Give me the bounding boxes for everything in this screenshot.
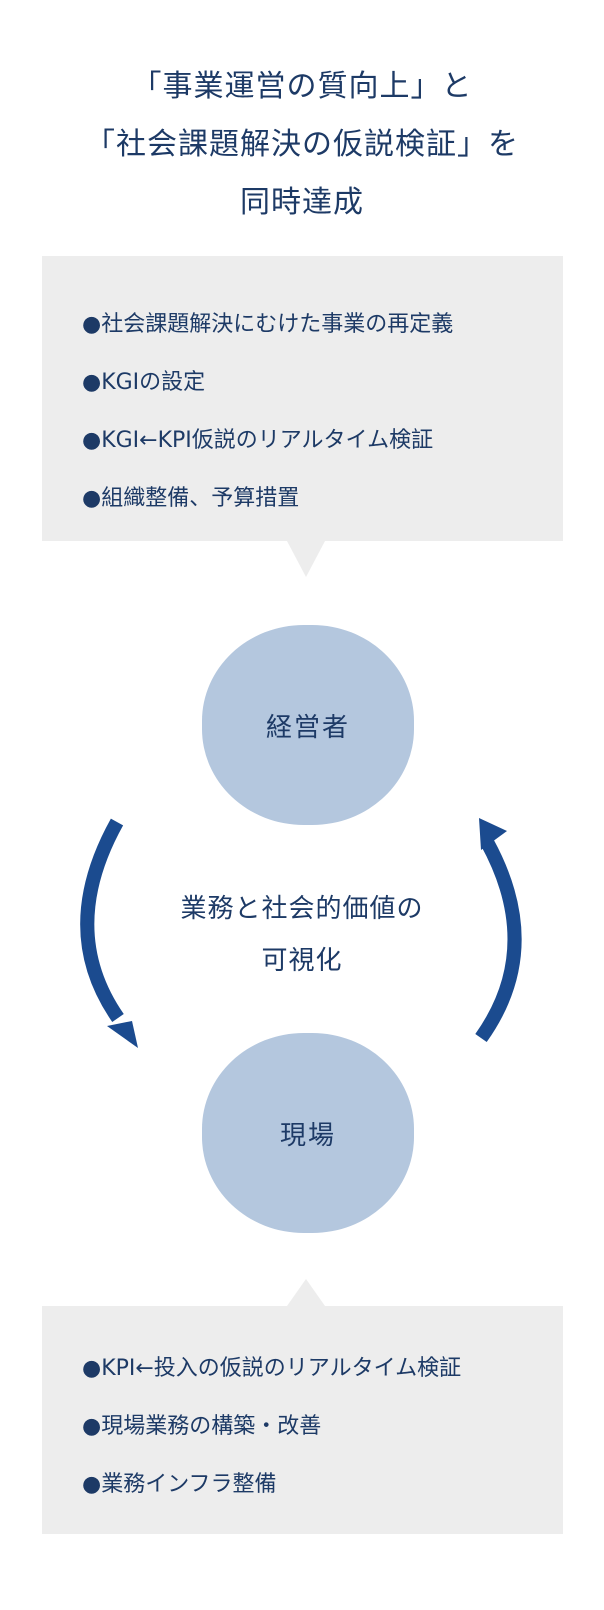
field-task-item: ●現場業務の構築・改善 xyxy=(82,1414,322,1439)
management-task-item: ●KGI←KPI仮説のリアルタイム検証 xyxy=(82,428,434,453)
field-tasks-list: ●KPI←投入の仮説のリアルタイム検証 ●現場業務の構築・改善 ●業務インフラ整… xyxy=(42,1306,563,1514)
field-tasks-box: ●KPI←投入の仮説のリアルタイム検証 ●現場業務の構築・改善 ●業務インフラ整… xyxy=(42,1306,563,1534)
top-box-pointer xyxy=(287,541,325,577)
management-tasks-box: ●社会課題解決にむけた事業の再定義 ●KGIの設定 ●KGI←KPI仮説のリアル… xyxy=(42,256,563,541)
field-node-label: 現場 xyxy=(279,1120,336,1151)
field-node: 現場 xyxy=(202,1033,414,1233)
cycle-center-line-1: 業務と社会的価値の xyxy=(180,894,424,924)
management-task-item: ●KGIの設定 xyxy=(82,370,206,395)
title-line-1: 「事業運営の質向上」と xyxy=(131,69,473,104)
diagram-title: 「事業運営の質向上」と 「社会課題解決の仮説検証」を 同時達成 xyxy=(0,58,604,232)
cycle-center-line-2: 可視化 xyxy=(261,946,343,976)
field-task-item: ●KPI←投入の仮説のリアルタイム検証 xyxy=(82,1356,462,1381)
management-task-item: ●社会課題解決にむけた事業の再定義 xyxy=(82,312,454,337)
cycle-center-text: 業務と社会的価値の 可視化 xyxy=(0,883,604,987)
title-line-2: 「社会課題解決の仮説検証」を xyxy=(85,127,519,162)
management-tasks-list: ●社会課題解決にむけた事業の再定義 ●KGIの設定 ●KGI←KPI仮説のリアル… xyxy=(42,256,563,528)
management-node: 経営者 xyxy=(202,625,414,825)
management-task-item: ●組織整備、予算措置 xyxy=(82,486,300,511)
bottom-box-pointer xyxy=(287,1279,325,1306)
title-line-3: 同時達成 xyxy=(240,185,364,220)
field-task-item: ●業務インフラ整備 xyxy=(82,1472,277,1497)
management-node-label: 経営者 xyxy=(265,712,350,743)
